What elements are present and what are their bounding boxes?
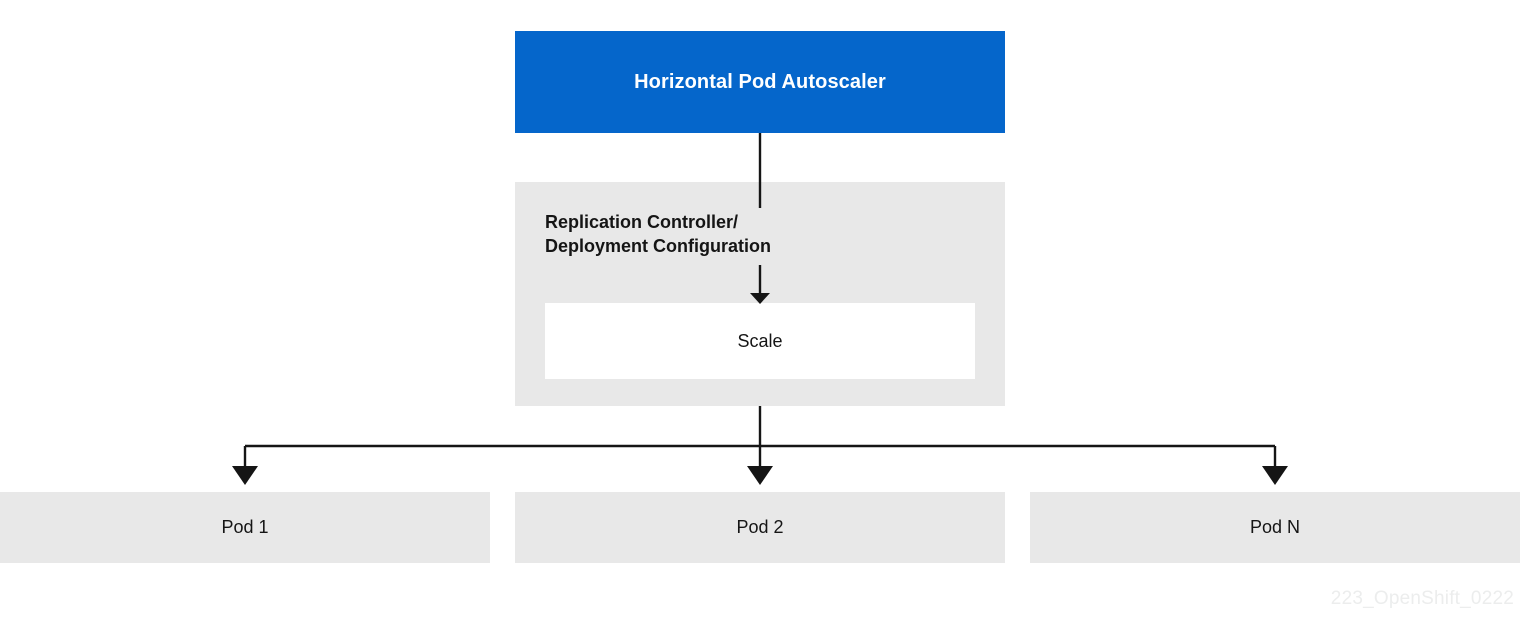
node-pod-2: Pod 2 xyxy=(515,492,1005,563)
connector-to-pod-n-arrowhead xyxy=(1262,466,1288,485)
node-pod-n-label: Pod N xyxy=(1249,517,1301,537)
connector-to-pod-2-arrowhead xyxy=(747,466,773,485)
node-pod-1-label: Pod 1 xyxy=(221,517,269,537)
node-pod-2-label: Pod 2 xyxy=(736,517,784,537)
node-scale: Scale xyxy=(545,303,975,379)
node-pod-1: Pod 1 xyxy=(0,492,490,563)
node-pod-n: Pod N xyxy=(1030,492,1520,563)
node-horizontal-pod-autoscaler: Horizontal Pod Autoscaler xyxy=(515,31,1005,133)
node-replication-controller-label: Replication Controller/ Deployment Confi… xyxy=(545,212,771,257)
node-scale-label: Scale xyxy=(737,330,783,351)
connector-to-pod-1-arrowhead xyxy=(232,466,258,485)
node-horizontal-pod-autoscaler-label: Horizontal Pod Autoscaler xyxy=(634,71,886,93)
watermark-label: 223_OpenShift_0222 xyxy=(1330,588,1514,609)
